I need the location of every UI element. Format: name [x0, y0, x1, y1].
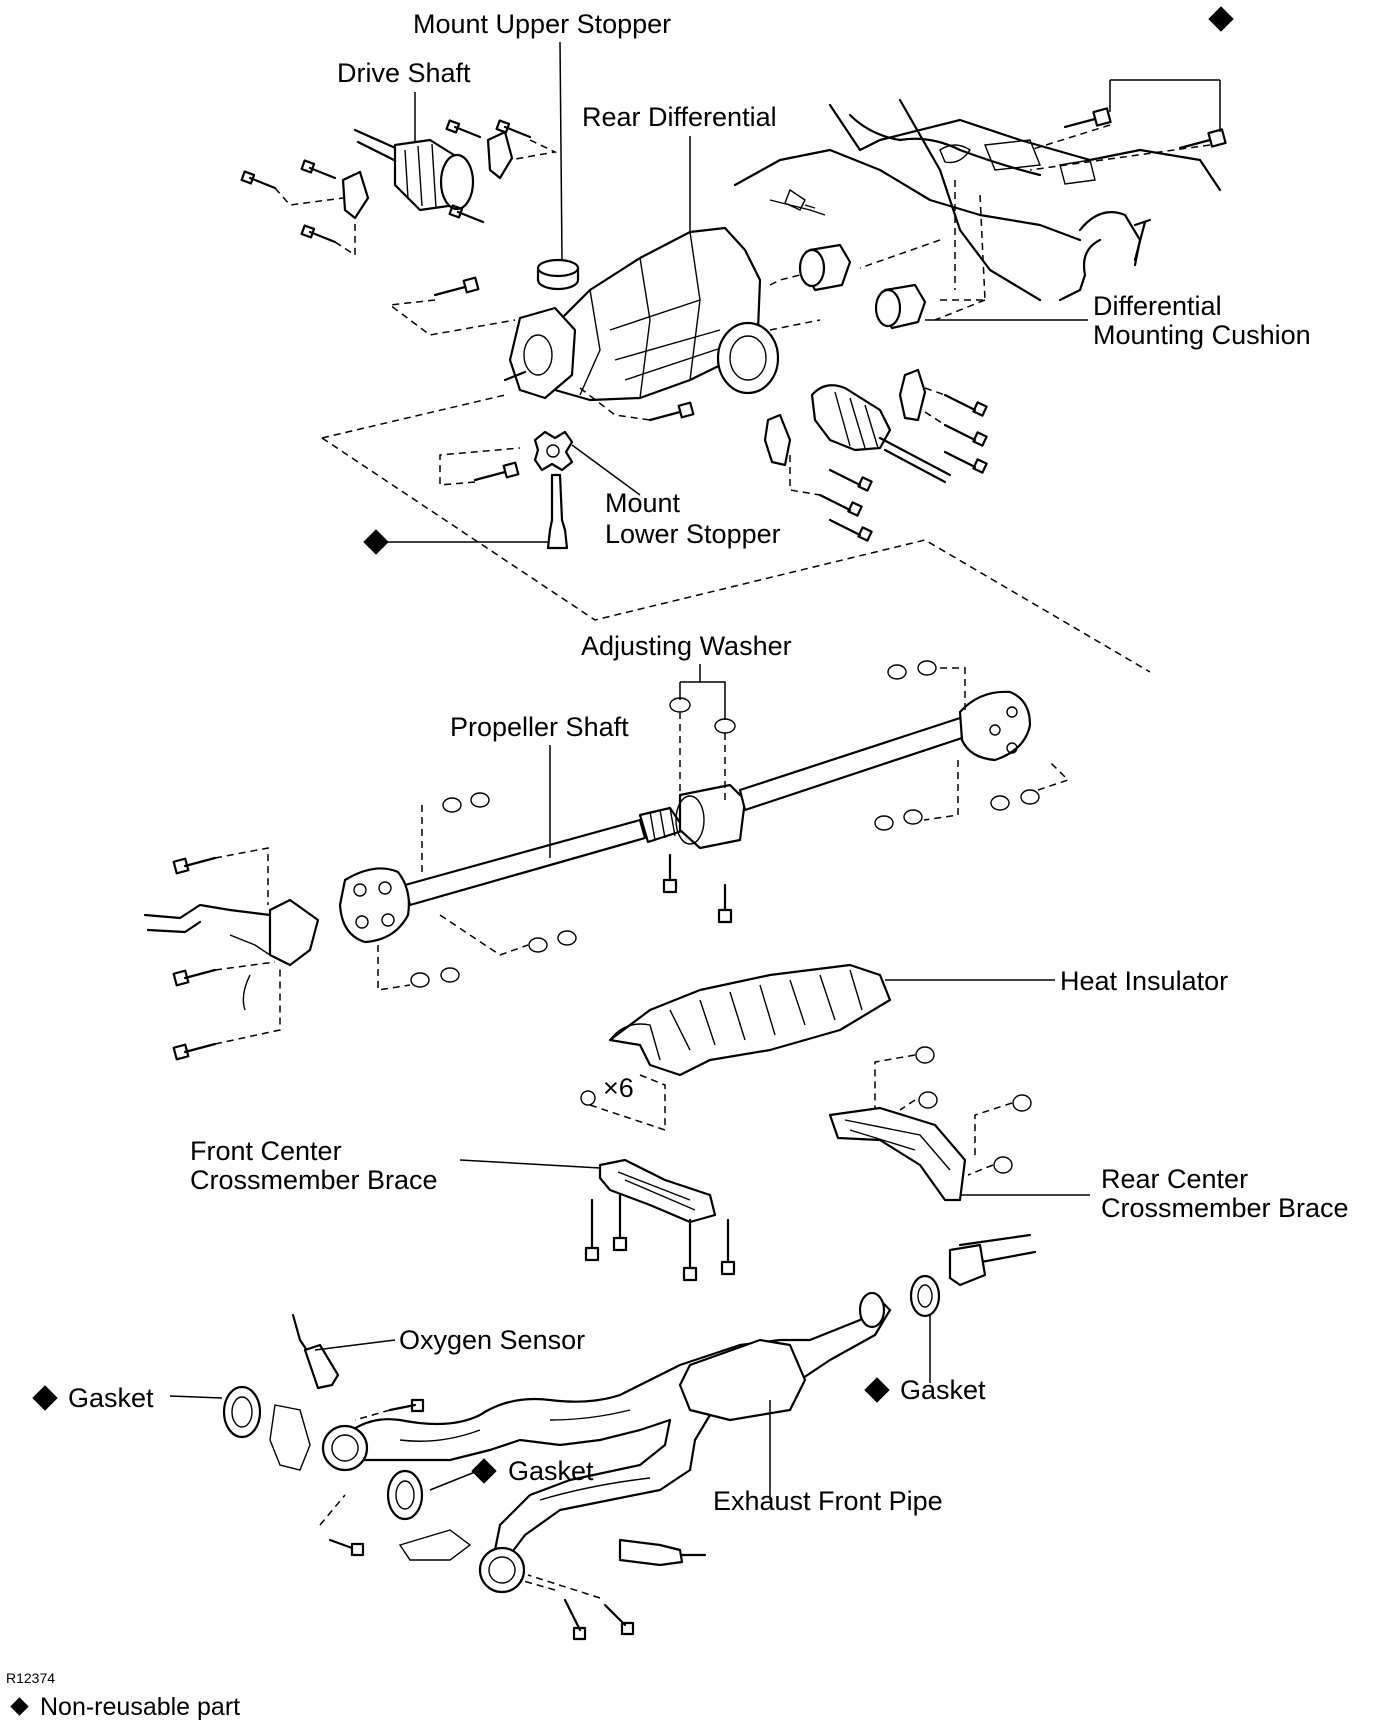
exhaust-gaskets [169, 1274, 941, 1521]
label-differential-line1: Differential [1093, 291, 1222, 321]
callout-labels: Mount Upper Stopper Drive Shaft Rear Dif… [68, 9, 1349, 1516]
legend-diamond-icon [10, 1697, 29, 1716]
legend-text: Non-reusable part [40, 1693, 240, 1721]
label-front-center-line2: Crossmember Brace [190, 1165, 438, 1195]
label-gasket-right: Gasket [900, 1375, 986, 1405]
differential-mounting-bolts [321, 274, 1151, 673]
exhaust-bolts [319, 1398, 635, 1641]
transmission-flange [143, 847, 320, 1061]
label-mounting-cushion-line2: Mounting Cushion [1093, 320, 1311, 350]
drive-shaft-flange-bolts-left [240, 119, 558, 257]
label-adjusting-washer: Adjusting Washer [581, 631, 792, 661]
vehicle-body-frame [733, 98, 1222, 302]
figure-code: R12374 [6, 1670, 55, 1686]
label-heat-insulator: Heat Insulator [1060, 966, 1228, 996]
non-reusable-markers [32, 6, 1234, 1484]
label-gasket-left: Gasket [68, 1383, 154, 1413]
label-propeller-shaft: Propeller Shaft [450, 712, 629, 742]
drive-shaft-right [763, 368, 988, 542]
figure-footer: R12374 Non-reusable part [6, 1670, 240, 1721]
label-front-center-line1: Front Center [190, 1136, 342, 1166]
label-rear-differential: Rear Differential [582, 102, 777, 132]
rear-center-crossmember-brace-part [828, 1046, 1090, 1202]
label-exhaust-front-pipe: Exhaust Front Pipe [713, 1486, 943, 1516]
label-mount-upper-stopper: Mount Upper Stopper [413, 9, 671, 39]
drive-shaft-left [353, 128, 475, 212]
label-gasket-middle: Gasket [508, 1456, 594, 1486]
mount-lower-stopper-part [533, 430, 574, 550]
label-mount-line1: Mount [605, 488, 681, 518]
heat-insulator-part [580, 963, 1055, 1132]
label-oxygen-sensor: Oxygen Sensor [399, 1325, 585, 1355]
label-times-six: ×6 [603, 1073, 634, 1103]
body-mount-bolts [859, 79, 1227, 321]
label-lower-stopper-line2: Lower Stopper [605, 519, 781, 549]
propeller-shaft-fasteners [377, 660, 1070, 991]
rear-exhaust-connection [948, 1233, 1037, 1287]
exhaust-front-pipe-part [321, 1291, 892, 1594]
propeller-shaft-part [338, 690, 1032, 944]
differential-mounting-cushion-part [798, 243, 927, 330]
mount-upper-stopper-part [536, 258, 580, 291]
label-drive-shaft: Drive Shaft [337, 58, 471, 88]
label-rear-center-line2: Crossmember Brace [1101, 1193, 1349, 1223]
oxygen-sensors [269, 1313, 707, 1567]
rear-differential [503, 226, 780, 402]
label-rear-center-line1: Rear Center [1101, 1164, 1248, 1194]
front-center-crossmember-brace-part [459, 1158, 736, 1282]
